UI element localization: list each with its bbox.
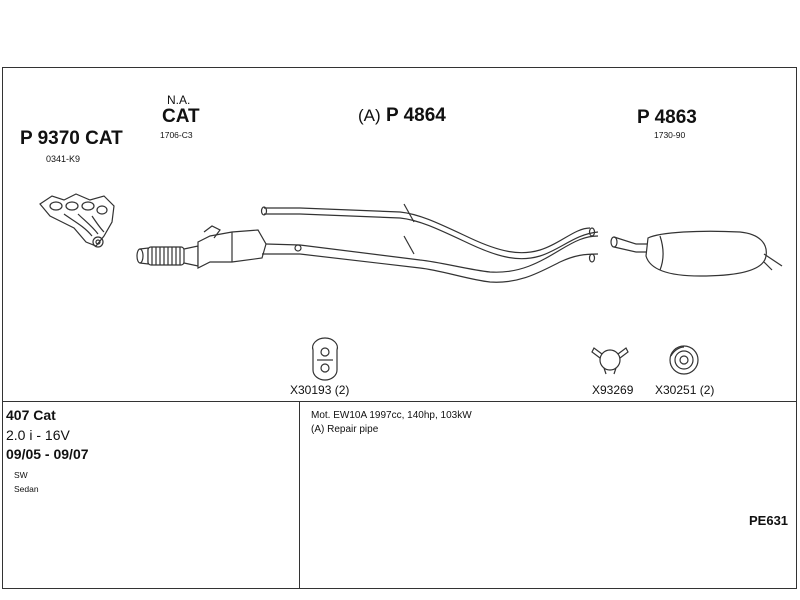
vehicle-engine: 2.0 i - 16V xyxy=(6,427,70,443)
accessory-label-hanger: X30193 (2) xyxy=(290,383,350,397)
rear-silencer-icon xyxy=(610,230,783,277)
rear-part-code: P 4863 xyxy=(637,107,697,128)
ring-mount-icon xyxy=(669,345,699,375)
accessory-label-clamp: X93269 xyxy=(592,383,634,397)
vehicle-body-sw: SW xyxy=(14,470,28,480)
middle-pipe-icon xyxy=(260,203,599,283)
diagram-code: PE631 xyxy=(749,513,789,528)
manifold-icon xyxy=(39,193,115,248)
manifold-part-ref: 0341-K9 xyxy=(46,154,81,164)
motor-note: Mot. EW10A 1997cc, 140hp, 103kW xyxy=(311,410,472,421)
accessory-label-ring: X30251 (2) xyxy=(655,383,715,397)
rear-part-ref: 1730-90 xyxy=(654,130,686,140)
cat-part-ref: 1706-C3 xyxy=(160,130,193,140)
section-divider xyxy=(3,401,796,402)
middle-part-code: P 4864 xyxy=(386,105,446,126)
vehicle-years: 09/05 - 09/07 xyxy=(6,446,89,462)
diagram-frame xyxy=(2,67,797,589)
middle-part-prefix: (A) xyxy=(358,106,381,125)
info-column-divider xyxy=(299,401,300,588)
vehicle-model: 407 Cat xyxy=(6,407,56,423)
cat-part-code: CAT xyxy=(162,106,200,127)
clamp-icon xyxy=(591,347,629,375)
catalyst-icon xyxy=(136,225,301,269)
repair-note: (A) Repair pipe xyxy=(311,424,379,435)
cat-note: N.A. xyxy=(167,93,191,107)
manifold-part-code: P 9370 CAT xyxy=(20,128,123,149)
rubber-hanger-icon xyxy=(312,337,338,381)
vehicle-body-sedan: Sedan xyxy=(14,484,39,494)
